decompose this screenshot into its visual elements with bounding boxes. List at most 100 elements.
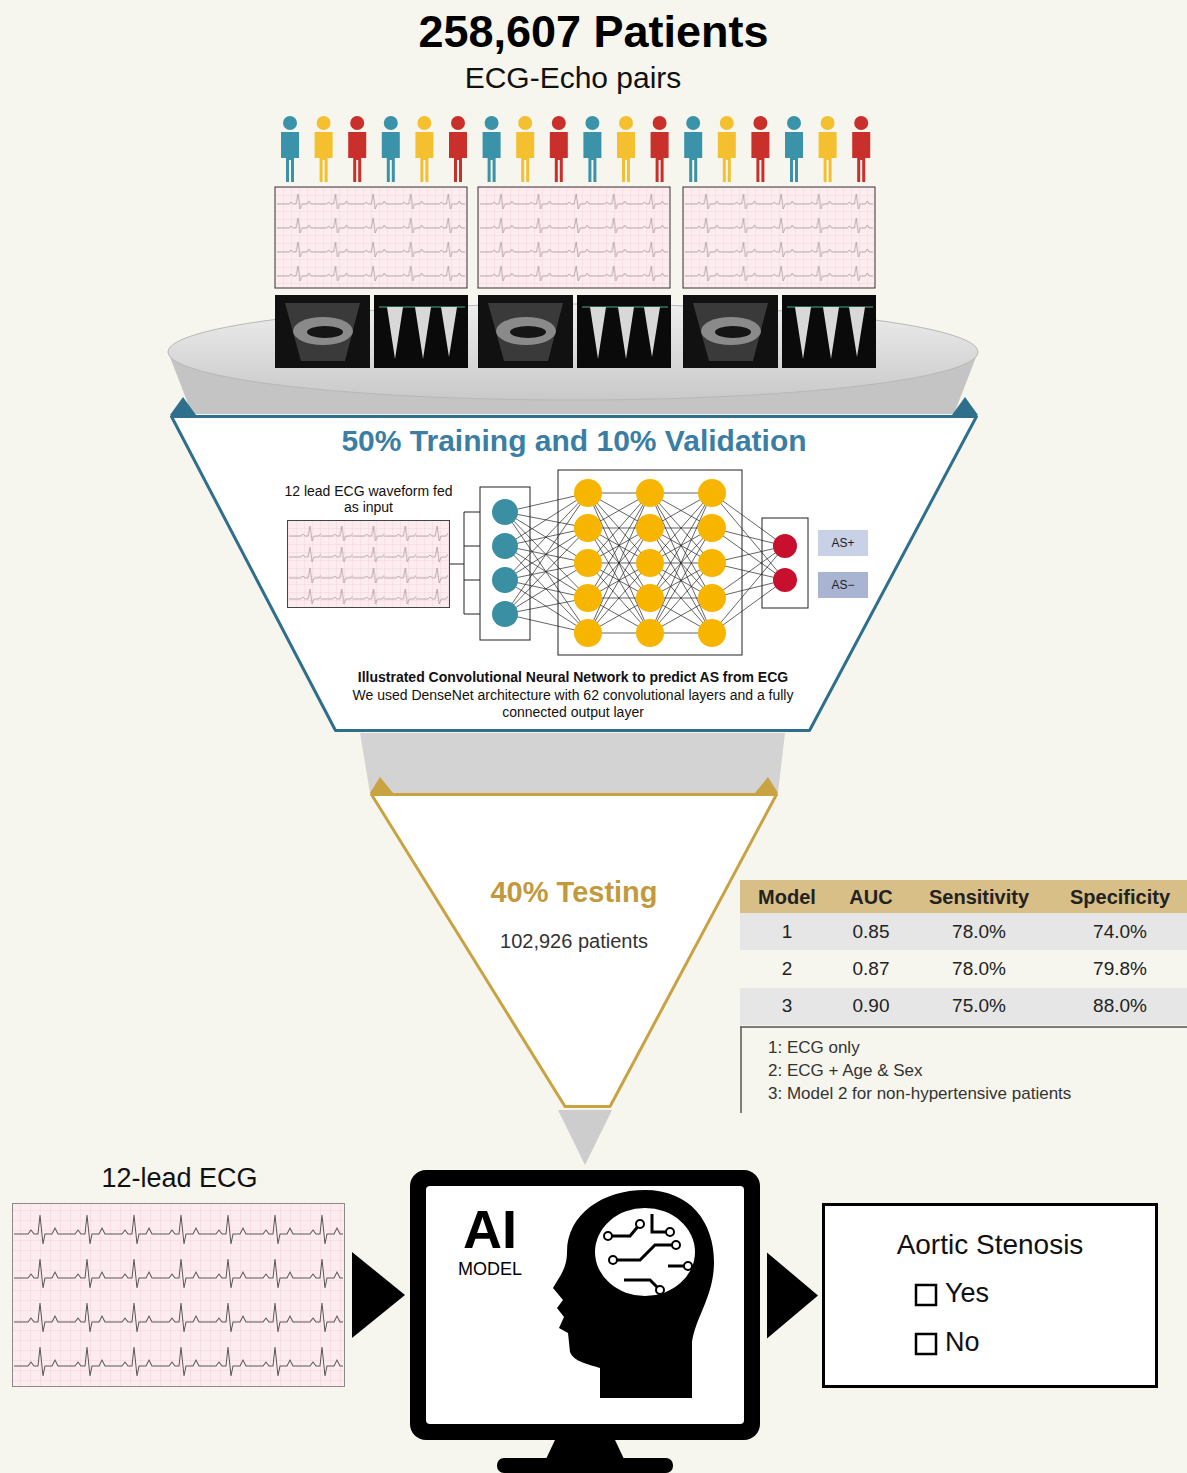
person-icon <box>684 116 702 182</box>
result-box: Aortic StenosisYesNo <box>822 1203 1158 1388</box>
arrow-connector <box>558 1110 612 1165</box>
person-icon <box>751 116 769 182</box>
subtitle: ECG-Echo pairs <box>465 59 682 97</box>
person-icon <box>415 116 433 182</box>
person-icon <box>516 116 534 182</box>
table-note: 1: ECG only <box>768 1037 860 1058</box>
ecg-trace <box>14 1294 343 1338</box>
monitor-base <box>497 1458 673 1473</box>
class-box: AS+ <box>818 530 868 556</box>
monitor-stand <box>546 1440 624 1459</box>
table-cell: 0.90 <box>853 994 890 1018</box>
person-icon <box>315 116 333 182</box>
ecg-trace <box>14 1250 343 1294</box>
stage-heading: 40% Testing <box>424 875 724 909</box>
funnel-neck <box>360 733 785 793</box>
table-cell: 3 <box>782 994 793 1018</box>
person-icon <box>550 116 568 182</box>
testing-funnel: 40% Testing 102,926 patients <box>370 793 778 1108</box>
table-cell: 0.87 <box>853 957 890 981</box>
table-header: Sensitivity <box>929 885 1029 910</box>
table-header-band <box>740 880 1187 913</box>
stage-count: 102,926 patients <box>454 929 694 953</box>
echo-image <box>683 295 876 368</box>
person-icon <box>382 116 400 182</box>
ecg-thumbnail <box>275 187 467 288</box>
person-icon <box>348 116 366 182</box>
output-neurons <box>773 534 797 592</box>
layer-box <box>558 470 742 655</box>
layer-box <box>762 518 808 608</box>
model-subtitle: MODEL <box>440 1258 540 1280</box>
table-header: Specificity <box>1070 885 1170 910</box>
echo-image <box>275 295 468 368</box>
table-cell: 75.0% <box>952 994 1006 1018</box>
person-icon <box>718 116 736 182</box>
stage-heading: 50% Training and 10% Validation <box>170 423 978 459</box>
ecg-input-box: 12 lead ECG waveform fed as input <box>287 520 450 608</box>
table-cell: 2 <box>782 957 793 981</box>
input-bracket <box>450 512 480 614</box>
table-cell: 0.85 <box>853 920 890 944</box>
node-outline <box>172 417 977 731</box>
ecg-thumbnail <box>478 187 670 288</box>
input-label: 12-lead ECG <box>13 1162 346 1194</box>
person-icon <box>449 116 467 182</box>
table-cell: 88.0% <box>1093 994 1147 1018</box>
person-icon <box>281 116 299 182</box>
corner-flap <box>755 777 778 793</box>
checkbox <box>916 1334 936 1354</box>
brain-area <box>595 1208 695 1296</box>
echo-image <box>478 295 671 368</box>
result-heading: Aortic Stenosis <box>825 1229 1155 1261</box>
funnel-ground <box>370 793 778 1108</box>
figure-note: We used DenseNet architecture with 62 co… <box>352 687 794 721</box>
input-neurons <box>492 499 518 627</box>
ecg-input-box: 12-lead ECG <box>12 1203 345 1387</box>
table-cell: 79.8% <box>1093 957 1147 981</box>
person-icon <box>852 116 870 182</box>
layer-box <box>480 487 530 640</box>
corner-flap <box>952 397 978 415</box>
checkbox <box>916 1285 936 1305</box>
training-funnel: 50% Training and 10% ValidationIllustrat… <box>170 415 978 732</box>
ecg-trace <box>289 543 448 564</box>
person-icon <box>819 116 837 182</box>
model-title: AI <box>440 1200 540 1258</box>
table-note: 2: ECG + Age & Sex <box>768 1060 923 1081</box>
corner-flap <box>170 397 196 415</box>
option-label: Yes <box>945 1277 1085 1309</box>
network-links <box>505 493 785 633</box>
table-header: AUC <box>849 885 892 910</box>
person-icon <box>617 116 635 182</box>
ecg-trace <box>289 585 448 606</box>
head-silhouette <box>553 1190 714 1398</box>
ai-model-monitor: AIMODEL <box>410 1170 760 1440</box>
person-icon <box>651 116 669 182</box>
hidden-neurons <box>574 479 726 647</box>
table-cell: 1 <box>782 920 793 944</box>
monitor-screen <box>426 1186 744 1424</box>
arrow-connector <box>352 1252 405 1338</box>
circuit-nodes <box>604 1220 692 1294</box>
corner-flap <box>370 777 393 793</box>
table-header: Model <box>758 885 816 910</box>
arrow-connector <box>767 1253 818 1339</box>
class-label: AS− <box>818 572 868 598</box>
person-icon <box>785 116 803 182</box>
ecg-trace <box>289 522 448 543</box>
node-outline <box>372 795 777 1107</box>
person-icon <box>583 116 601 182</box>
result-ground <box>822 1203 1158 1388</box>
table-row-band <box>740 913 1187 950</box>
class-box: AS− <box>818 572 868 598</box>
class-label: AS+ <box>818 530 868 556</box>
brain-circuit <box>608 1214 688 1290</box>
table-cell: 78.0% <box>952 957 1006 981</box>
table-row-band <box>740 988 1187 1025</box>
ecg-trace <box>14 1206 343 1250</box>
ecg-thumbnail <box>683 187 875 288</box>
input-label: 12 lead ECG waveform fed as input <box>283 483 454 515</box>
title: 258,607 Patients <box>0 6 1187 58</box>
